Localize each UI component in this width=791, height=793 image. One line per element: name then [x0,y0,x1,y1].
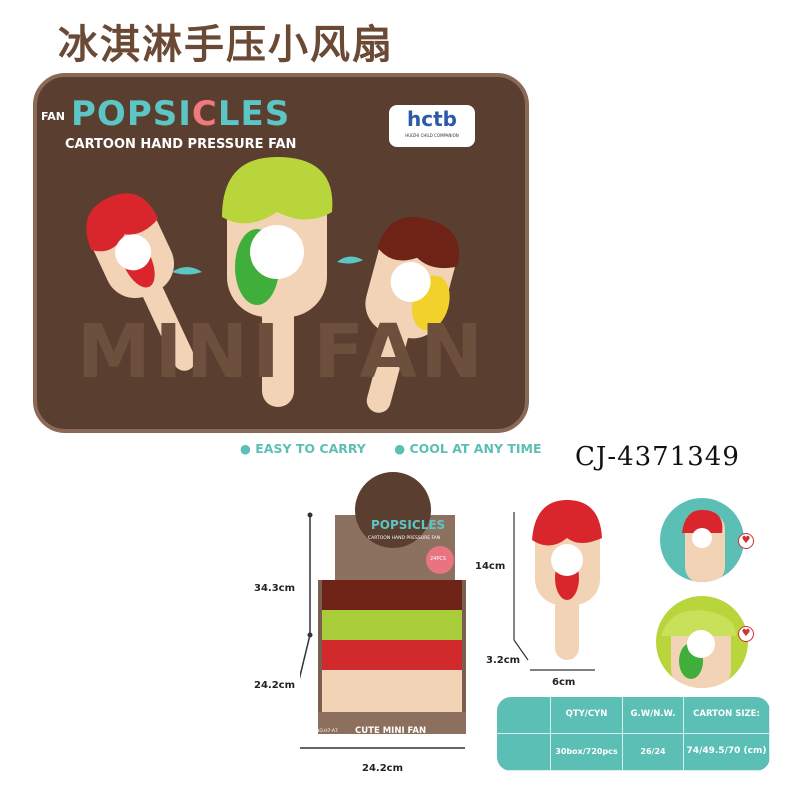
box-depth-label: 24.2cm [254,680,296,691]
table-header: QTY/CYN [551,697,623,734]
table-cell: 26/24 [623,734,684,771]
detail-bubble-strawberry [660,498,744,582]
single-popsicle-fan [513,500,602,671]
chocolate-popsicle-fan [365,217,460,413]
watermark-text: MINI FAN [77,309,487,395]
box-model-no: NO.H7-A7 [316,729,338,734]
table-cell [497,734,551,771]
kiwi-popsicle-fan [222,157,333,407]
water-splash-icon [172,267,202,275]
brand-part: POPSI [71,94,192,134]
box-brand: POPSICLES [371,518,446,532]
brand-accent: C [191,94,218,134]
heart-icon: ♥ [738,626,754,642]
table-header: G.W/N.W. [623,697,684,734]
company-logo: hctb HUIZHI CHILD COMPANION [389,105,475,147]
box-subtitle: CARTOON HAND PRESSURE FAN [368,536,441,541]
table-cell: 74/49.5/70 (cm) [684,734,770,771]
product-height-label: 14cm [475,561,506,572]
strawberry-popsicle-fan [86,193,196,371]
box-width-label: 24.2cm [362,763,404,774]
brand-subtitle: CARTOON HAND PRESSURE FAN [65,137,297,152]
logo-tagline: HUIZHI CHILD COMPANION [405,133,459,138]
spec-table: QTY/CYN G.W/N.W. CARTON SIZE: 30box/720p… [497,697,770,771]
table-cell: 30box/720pcs [551,734,623,771]
hero-panel: MINI FAN POPSICLES FAN CARTOON HAND PRES… [33,73,529,433]
box-badge: 24PCS [430,556,447,562]
display-box-illustration [300,472,466,749]
water-splash-icon [337,256,363,264]
popsicle-fans-illustration [86,157,460,413]
tagline: ● COOL AT ANY TIME [394,441,542,456]
tagline: ● EASY TO CARRY [240,441,366,456]
product-width-label: 6cm [552,677,576,688]
table-header: CARTON SIZE: [684,697,770,734]
detail-bubble-kiwi [656,596,748,688]
page-title: 冰淇淋手压小风扇 [58,21,394,68]
taglines: ● EASY TO CARRY ● COOL AT ANY TIME [240,441,566,456]
box-front-label: CUTE MINI FAN [355,726,427,736]
popsicle-rows [322,580,462,712]
brand-name: POPSICLES [71,97,290,131]
brand-part: LES [217,94,291,134]
product-depth-label: 3.2cm [486,655,521,666]
table-header [497,697,551,734]
box-height-label: 34.3cm [254,583,296,594]
heart-icon: ♥ [738,533,754,549]
product-code: CJ-4371349 [575,442,740,472]
brand-small: FAN [41,110,65,123]
logo-text: hctb [407,107,457,131]
